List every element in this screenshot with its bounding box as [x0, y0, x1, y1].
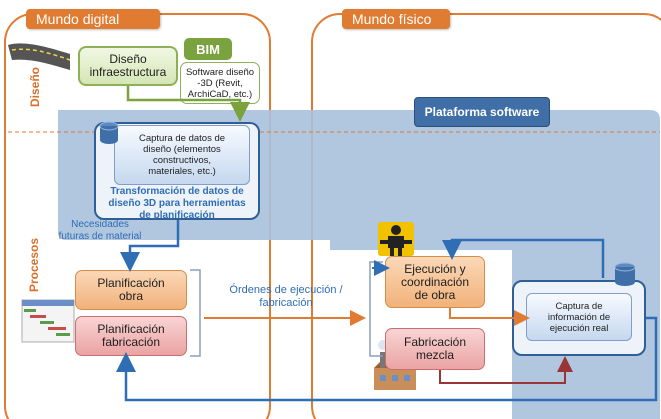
infra-design-box: Diseño infraestructura: [78, 46, 178, 86]
design-capture-label: Captura de datos de diseño (elementos co…: [138, 133, 226, 177]
orders-label: Órdenes de ejecución / fabricación: [229, 284, 343, 309]
design-side-label: Diseño: [28, 67, 42, 108]
fab-mix-label: Fabricación mezcla: [403, 335, 467, 362]
transformation-note: Transformación de datos de diseño 3D par…: [108, 186, 246, 221]
physical-world-tab: Mundo físico: [342, 9, 450, 29]
construction-sign-image: [378, 222, 414, 256]
software-box: Software diseño -3D (Revit, ArchiCaD, et…: [180, 62, 260, 104]
execution-label: Ejecución y coordinación de obra: [400, 261, 470, 302]
bim-label: BIM: [196, 41, 220, 57]
physical-world-label: Mundo físico: [352, 11, 432, 27]
digital-world-tab: Mundo digital: [26, 9, 160, 29]
plan-fab-label: Planificación fabricación: [97, 322, 165, 349]
real-capture-label: Captura de información de ejecución real: [547, 300, 611, 334]
platform-title: Plataforma software: [424, 105, 540, 119]
digital-world-label: Mundo digital: [36, 11, 120, 27]
plan-obra-label: Planificación obra: [97, 276, 165, 303]
software-label: Software diseño -3D (Revit, ArchiCaD, et…: [185, 66, 255, 100]
plan-obra-box: Planificación obra: [75, 270, 187, 310]
bim-badge: BIM: [184, 38, 232, 60]
fab-mix-box: Fabricación mezcla: [385, 328, 485, 370]
execution-box: Ejecución y coordinación de obra: [385, 256, 485, 308]
plan-fab-box: Planificación fabricación: [75, 316, 187, 356]
gantt-chart-image: [21, 299, 75, 343]
database-icon: [99, 121, 119, 144]
platform-title-box: Plataforma software: [414, 97, 550, 127]
process-side-label: Procesos: [27, 237, 41, 293]
road-image: [8, 43, 71, 70]
database-icon-2: [614, 262, 636, 286]
real-capture-box: Captura de información de ejecución real: [526, 293, 632, 341]
design-capture-box: Captura de datos de diseño (elementos co…: [114, 125, 250, 185]
infra-design-label: Diseño infraestructura: [89, 52, 167, 79]
future-needs-label: Necesidades futuras de material: [58, 219, 142, 242]
